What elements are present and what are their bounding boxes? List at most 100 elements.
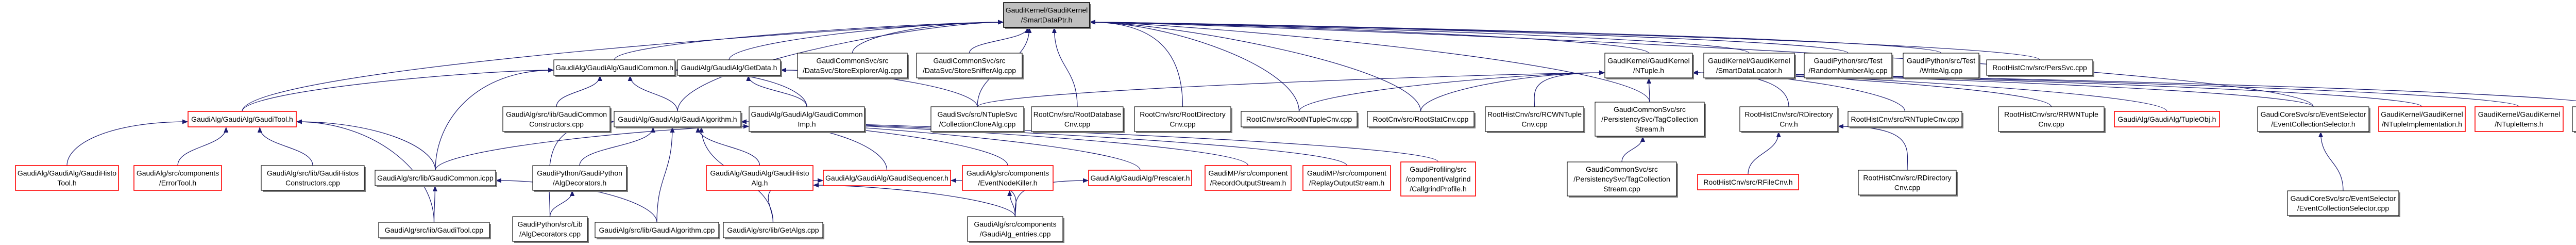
node-box [1302,165,1391,191]
node-box [553,59,675,76]
graph-node-gauditool_h[interactable]: GaudiAlg/GaudiAlg/GaudiTool.h [188,111,297,127]
graph-node-smartdataptr[interactable]: GaudiKernel/GaudiKernel/SmartDataPtr.h [1003,2,1091,29]
node-label: GaudiKernel/GaudiKernel/NTupleImplementa… [2381,110,2463,128]
include-edge [1090,20,1183,107]
node-label: GaudiAlg/src/components/ErrorTool.h [137,169,219,187]
node-box [512,216,588,242]
node-label: GaudiCommonSvc/src/DataSvc/StoreExplorer… [803,57,902,75]
node-box [1998,106,2105,132]
graph-node-gaudicommon_h[interactable]: GaudiAlg/GaudiAlg/GaudiCommon.h [553,59,676,77]
node-label: GaudiAlg/src/lib/GaudiAlgorithm.cpp [599,226,715,234]
include-edge [579,127,655,166]
include-edge [1090,20,1650,103]
node-box [1739,106,1838,132]
graph-node-randomnumberalg_cpp[interactable]: GaudiPython/src/Test/RandomNumberAlg.cpp [1804,53,1893,79]
graph-node-gaudicommon_icpp[interactable]: GaudiAlg/src/lib/GaudiCommon.icpp [375,170,497,187]
graph-node-getalgs_cpp[interactable]: GaudiAlg/src/lib/GetAlgs.cpp [723,222,824,239]
graph-node-eventcollectionselector_cpp[interactable]: GaudiCoreSvc/src/EventSelector/EventColl… [2287,190,2400,217]
graph-node-storesniffer_cpp[interactable]: GaudiCommonSvc/src/DataSvc/StoreSnifferA… [916,53,1024,79]
graph-node-storeexplorer_cpp[interactable]: GaudiCommonSvc/src/DataSvc/StoreExplorer… [797,53,909,79]
graph-node-eventcollectionselector_h[interactable]: GaudiCoreSvc/src/EventSelector/EventColl… [2257,106,2370,133]
graph-node-rntuplecnv_cpp[interactable]: RootHistCnv/src/RNTupleCnv.cpp [1848,111,1963,128]
node-label: GaudiCoreSvc/src/EventSelector/EventColl… [2261,110,2366,128]
graph-node-tagcollectionstream_cpp[interactable]: GaudiCommonSvc/src/PersistencySvc/TagCol… [1567,161,1678,198]
graph-node-prescaler_h[interactable]: GaudiAlg/GaudiAlg/Prescaler.h [1088,170,1192,186]
node-box [1205,165,1292,191]
node-box [723,222,823,238]
graph-node-gaudialgorithm_h[interactable]: GaudiAlg/GaudiAlg/GaudiAlgorithm.h [614,111,742,128]
node-box [1367,111,1475,127]
graph-node-ntupleitems_h[interactable]: GaudiKernel/GaudiKernel/NTupleItems.h [2475,106,2564,132]
include-edge [677,20,1004,112]
node-box [188,111,297,127]
node-label: GaudiPython/src/Lib/AlgDecorators.cpp [517,220,582,238]
graph-node-collectionclonealg_cpp[interactable]: GaudiSvc/src/NTupleSvc/CollectionCloneAl… [930,106,1025,133]
graph-node-gaudisequencer_h[interactable]: GaudiAlg/GaudiAlg/GaudiSequencer.h [823,170,951,186]
graph-node-replayoutputstream_h[interactable]: GaudiMP/src/component/ReplayOutputStream… [1302,165,1391,191]
graph-node-algdecorators_h[interactable]: GaudiPython/GaudiPython/AlgDecorators.h [532,165,628,192]
graph-node-selector_cpp[interactable]: GaudiKernel/src/Lib/Selector.cpp [2572,106,2576,133]
graph-node-rootntuplecnv_cpp[interactable]: RootCnv/src/RootNTupleCnv.cpp [1241,111,1359,128]
node-box [375,170,496,186]
include-edge [549,190,575,217]
graph-node-smartdatalocator_h[interactable]: GaudiKernel/GaudiKernel/SmartDataLocator… [1703,53,1796,79]
node-label: GaudiAlg/src/lib/GetAlgs.cpp [727,226,819,234]
node-box [2475,106,2564,132]
graph-node-errortool_h[interactable]: GaudiAlg/src/components/ErrorTool.h [133,165,222,191]
graph-node-getdata_h[interactable]: GaudiAlg/GaudiAlg/GetData.h [677,59,782,77]
graph-node-rootstatcnv_cpp[interactable]: RootCnv/src/RootStatCnv.cpp [1367,111,1476,128]
node-box [532,165,627,191]
include-edge [656,127,675,223]
graph-node-ntuple_h[interactable]: GaudiKernel/GaudiKernel/NTuple.h [1604,53,1694,79]
include-edge [1647,78,1652,103]
node-box [1088,170,1192,186]
node-label: GaudiProfiling/src/component/valgrind/Ca… [1405,165,1470,193]
graph-node-recordoutputstream_h[interactable]: GaudiMP/src/component/RecordOutputStream… [1205,165,1292,191]
include-edge [432,186,437,223]
node-label: GaudiPython/src/Test/RandomNumberAlg.cpp [1808,57,1888,75]
include-edge [66,119,188,166]
graph-node-eventnodekiller_h[interactable]: GaudiAlg/src/components/EventNodeKiller.… [962,165,1054,191]
node-label: GaudiAlg/GaudiAlg/Prescaler.h [1091,174,1190,182]
include-edge [977,70,1605,107]
include-edge [435,68,554,171]
graph-node-ntupleimplementation_h[interactable]: GaudiKernel/GaudiKernel/NTupleImplementa… [2378,106,2466,132]
node-box [378,222,490,238]
node-box [1400,161,1476,197]
graph-node-algdecorators_cpp[interactable]: GaudiPython/src/Lib/AlgDecorators.cpp [512,216,589,243]
include-edge [628,75,678,112]
graph-node-tagcollectionstream_h[interactable]: GaudiCommonSvc/src/PersistencySvc/TagCol… [1595,102,1706,138]
include-edge [296,119,436,171]
graph-node-gauditool_cpp[interactable]: GaudiAlg/src/lib/GaudiTool.cpp [378,222,491,239]
graph-node-rfilecnv_h[interactable]: RootHistCnv/src/RFileCnv.h [1697,174,1799,190]
node-label: GaudiAlg/GaudiAlg/GaudiCommon.h [555,63,673,72]
node-label: GaudiAlg/src/components/GaudiAlg_entries… [974,220,1056,238]
include-edge [1052,27,1078,107]
graph-node-tupleobj_h[interactable]: GaudiAlg/GaudiAlg/TupleObj.h [2114,111,2220,127]
include-edge [1090,20,2314,107]
graph-node-perssvc_cpp[interactable]: RootHistCnv/src/PersSvc.cpp [1986,59,2094,77]
include-edge [1298,70,1605,112]
node-label: RootCnv/src/RootNTupleCnv.cpp [1246,115,1352,123]
graph-node-gaudialgorithm_cpp[interactable]: GaudiAlg/src/lib/GaudiAlgorithm.cpp [595,222,720,239]
graph-node-gaudialg_entries_cpp[interactable]: GaudiAlg/src/components/GaudiAlg_entries… [967,216,1064,243]
node-box [1485,106,1584,132]
graph-node-writealg_cpp[interactable]: GaudiPython/src/Test/WriteAlg.cpp [1903,53,1980,79]
graph-node-callgrindprofile_h[interactable]: GaudiProfiling/src/component/valgrind/Ca… [1400,161,1476,197]
